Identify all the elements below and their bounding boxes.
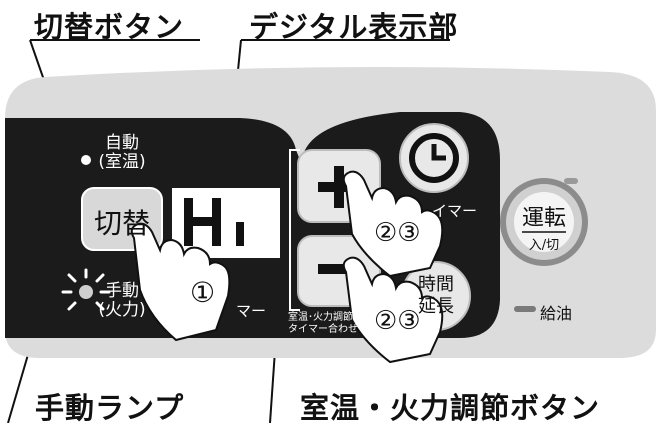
timer-partial-label: マー	[236, 302, 267, 320]
switch-button[interactable]: 切替	[82, 188, 162, 250]
auto-label: 自動 (室温)	[98, 133, 146, 172]
run-label-main: 運転	[521, 206, 566, 231]
plus-button[interactable]: +	[298, 150, 380, 222]
digital-display: Hi	[172, 188, 280, 258]
callout-switch-button: 切替ボタン	[34, 10, 185, 44]
manual-label: 手動 (火力)	[98, 281, 146, 320]
extend-label: 時間 延長	[418, 274, 454, 317]
minus-button[interactable]: −	[298, 236, 380, 306]
step-23-lower-marker: ②③	[374, 306, 421, 336]
refuel-label: 給油	[540, 304, 573, 323]
callout-digital-display: デジタル表示部	[249, 10, 459, 44]
step-23-upper-marker: ②③	[374, 218, 421, 248]
callout-temp-fire-buttons: 室温・火力調節ボタン	[300, 391, 601, 425]
run-button[interactable]: 運転 入/切	[500, 178, 588, 266]
step-1-marker: ①	[190, 276, 216, 309]
switch-button-label: 切替	[93, 207, 150, 240]
callout-manual-lamp: 手動ランプ	[35, 391, 185, 425]
timer-button[interactable]	[400, 124, 468, 192]
adjust-caption: 室温･火力調節 タイマー合わせ	[288, 312, 358, 335]
extend-button[interactable]: 時間 延長	[402, 262, 470, 330]
run-label-sub: 入/切	[528, 238, 560, 253]
timer-label: イマー	[432, 202, 478, 220]
